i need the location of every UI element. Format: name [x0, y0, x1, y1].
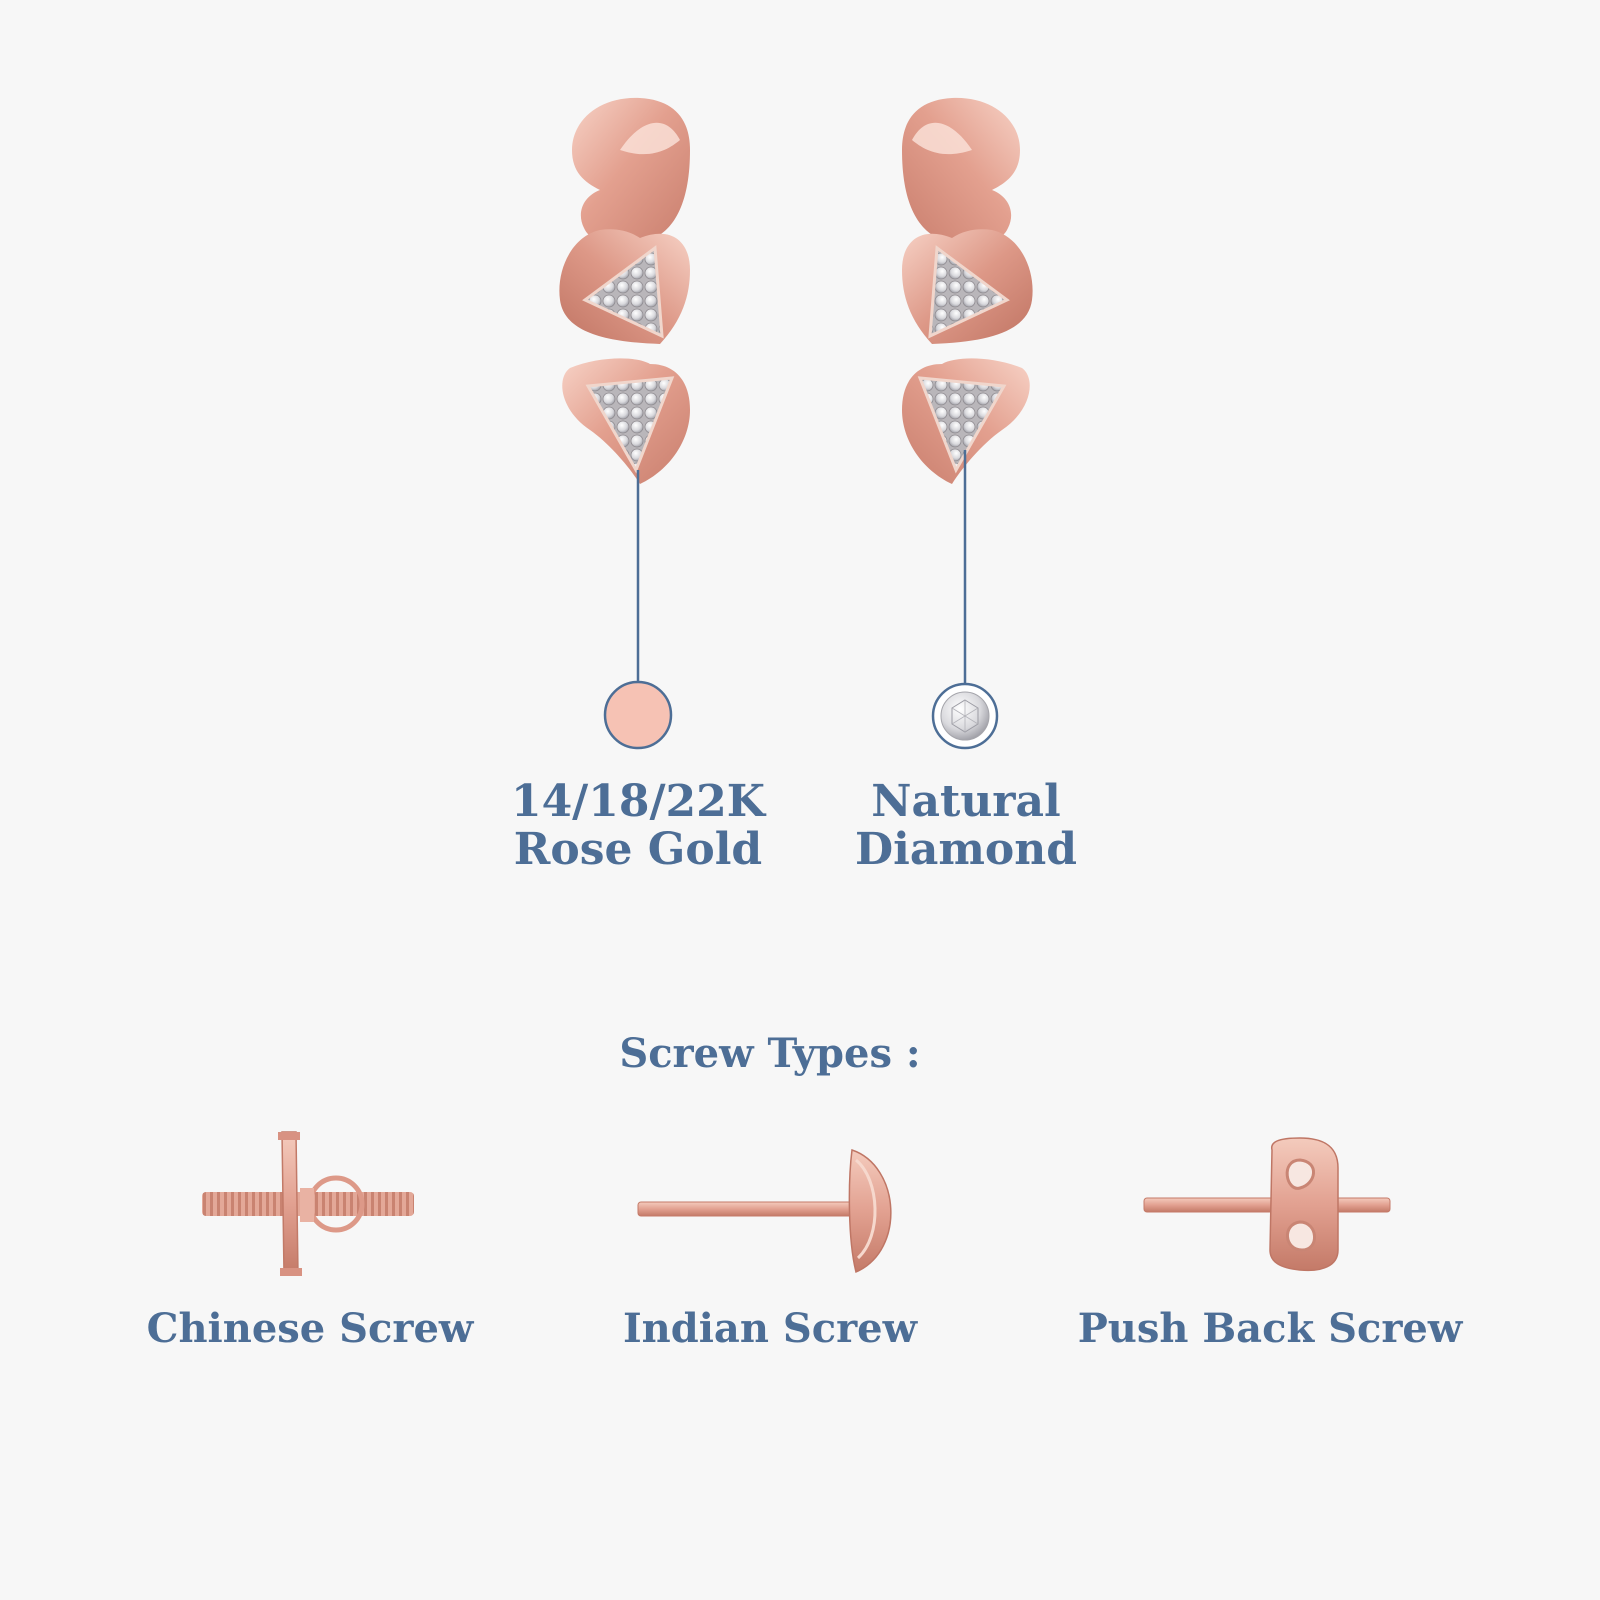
screw-types-title: Screw Types :: [619, 1030, 921, 1077]
chinese-screw-label: Chinese Screw: [146, 1305, 474, 1352]
push-back-screw-label: Push Back Screw: [1077, 1305, 1463, 1352]
diamond-icon: [931, 682, 999, 750]
chinese-screw-icon: [202, 1131, 414, 1276]
right-earring: [902, 97, 1033, 484]
earrings-illustration: [559, 97, 1033, 750]
right-earring-heart-bottom: [902, 358, 1030, 484]
push-back-screw-icon: [1143, 1137, 1391, 1272]
rose-gold-label-karat: 14/18/22K: [510, 776, 766, 827]
left-earring-heart-bottom: [562, 358, 690, 484]
rose-gold-label: 14/18/22K Rose Gold: [478, 778, 798, 874]
left-earring-heart-middle: [559, 229, 690, 344]
diamond-label-line2: Diamond: [854, 824, 1078, 875]
indian-screw-label: Indian Screw: [622, 1305, 918, 1352]
diamond-label: Natural Diamond: [806, 778, 1126, 874]
rose-gold-label-metal: Rose Gold: [513, 824, 763, 875]
right-earring-heart-top: [902, 97, 1020, 246]
screw-types-illustrations: [202, 1131, 1391, 1276]
left-earring-heart-top: [572, 97, 690, 246]
indian-screw-icon: [637, 1148, 892, 1274]
diamond-label-line1: Natural: [871, 776, 1061, 827]
left-earring: [559, 97, 690, 484]
right-earring-heart-middle: [902, 229, 1033, 344]
rose-gold-swatch-icon: [603, 680, 673, 750]
